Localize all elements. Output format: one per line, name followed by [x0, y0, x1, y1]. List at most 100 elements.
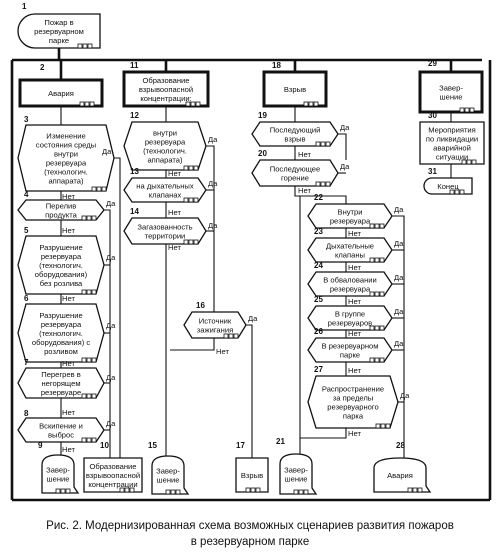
- answer-no: Нет: [62, 359, 75, 368]
- connector-marks: [183, 239, 199, 245]
- block-text-line: на дыхательных: [136, 182, 194, 191]
- block-text-line: розливом: [44, 347, 78, 356]
- connector-marks: [369, 325, 385, 331]
- decision-answers: ДаНетДаНетДаНетДаНетДаНетДаНетДаНетДаНет…: [62, 123, 410, 454]
- block-shape: [419, 121, 485, 165]
- block-number: 18: [272, 61, 281, 70]
- block-text-line: резервуара: [46, 159, 87, 168]
- connector-line: [114, 157, 121, 458]
- block-text-line: внутри: [54, 150, 78, 159]
- figure-caption-line-2: в резервуарном парке: [191, 536, 309, 548]
- block-text-line: взрыв: [284, 135, 305, 144]
- block-shape: [122, 70, 210, 108]
- connector-marks: [183, 165, 199, 171]
- block-text-line: состояния среды: [36, 141, 96, 150]
- block-number: 12: [130, 111, 139, 120]
- connector-marks: [293, 489, 309, 495]
- connector-marks: [81, 437, 97, 443]
- block-text-line: Разрушение: [39, 311, 82, 320]
- block-text-line: оборудования): [35, 270, 88, 279]
- answer-yes: Да: [208, 179, 218, 188]
- block-text-line: негорящем: [41, 379, 80, 388]
- connector-line: [338, 133, 347, 160]
- block-text-line: парке: [49, 36, 69, 45]
- answer-no: Нет: [62, 408, 75, 417]
- connector-marks: [449, 189, 465, 195]
- block-text-line: выброс: [48, 431, 74, 440]
- block-number: 31: [428, 167, 437, 176]
- block-shape: [151, 455, 190, 495]
- answer-no: Нет: [348, 229, 361, 238]
- block-number: 7: [24, 358, 29, 367]
- answer-yes: Да: [106, 253, 116, 262]
- answer-no: Нет: [62, 445, 75, 454]
- block-text-line: Образование: [89, 462, 136, 471]
- block-text-line: В обваловании: [323, 276, 377, 285]
- block-number: 14: [130, 207, 139, 216]
- connector-marks: [369, 357, 385, 363]
- block-text-line: (технологич.: [39, 261, 83, 270]
- block-number: 1: [22, 2, 27, 11]
- figure-caption-line-1: Рис. 2. Модернизированная схема возможны…: [46, 520, 454, 532]
- block-number: 17: [236, 441, 245, 450]
- block-shape: [18, 78, 104, 108]
- block-number: 19: [258, 111, 267, 120]
- block-text-line: В группе: [335, 310, 365, 319]
- block-text-line: клапаны: [335, 251, 365, 260]
- answer-yes: Да: [248, 314, 258, 323]
- answer-no: Нет: [62, 192, 75, 201]
- connector-marks: [407, 487, 423, 493]
- connector-marks: [461, 159, 477, 165]
- block-number: 8: [24, 409, 29, 418]
- block-number: 4: [24, 190, 29, 199]
- answer-no: Нет: [168, 169, 181, 178]
- answer-yes: Да: [394, 239, 404, 248]
- block-text-line: внутри: [153, 129, 177, 138]
- block-number: 23: [314, 227, 323, 236]
- answer-yes: Да: [102, 147, 112, 156]
- block-shape: [41, 454, 80, 494]
- block-text-line: резервуарном: [34, 27, 84, 36]
- block-text-line: Мероприятия: [428, 126, 476, 135]
- block-shape: [418, 70, 484, 114]
- block-text-line: шение: [47, 475, 70, 484]
- block-text-line: В резервуарном: [322, 342, 379, 351]
- connector-marks: [185, 101, 201, 107]
- block-number: 13: [130, 167, 139, 176]
- block-text-line: парка: [343, 412, 364, 421]
- connector-marks: [303, 101, 319, 107]
- block-shape: [235, 457, 269, 493]
- block-text-line: Взрыв: [284, 85, 306, 94]
- connector-marks: [79, 101, 95, 107]
- block-text-line: Взрыв: [241, 471, 263, 480]
- block-number: 16: [196, 301, 205, 310]
- block-text-line: резервуара: [330, 285, 371, 294]
- block-text-line: шение: [285, 475, 308, 484]
- block-text-line: Пожар в: [44, 18, 73, 27]
- answer-yes: Да: [208, 135, 218, 144]
- block-text-line: Загазованность: [137, 223, 192, 232]
- block-text-line: аппарата): [48, 177, 84, 186]
- block-text-line: резервуара: [330, 217, 371, 226]
- connector-marks: [81, 393, 97, 399]
- connector-marks: [315, 141, 331, 147]
- block-shape: [373, 457, 432, 493]
- answer-yes: Да: [106, 321, 116, 330]
- block-number: 10: [100, 441, 109, 450]
- block-number: 26: [314, 327, 323, 336]
- connector-line: [294, 186, 347, 204]
- connector-marks: [119, 487, 135, 493]
- block-text-line: Конец: [437, 182, 459, 191]
- block-text-line: Авария: [48, 89, 74, 98]
- block-text-line: Завер-: [156, 467, 180, 476]
